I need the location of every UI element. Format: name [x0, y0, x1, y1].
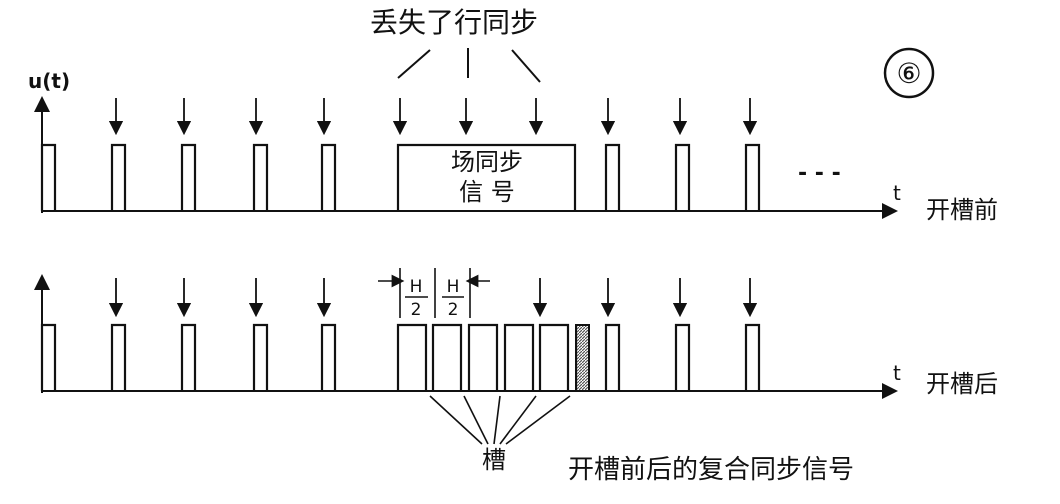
- top-line-sync-arrows: [108, 98, 758, 136]
- line-sync-pulse: [604, 143, 621, 211]
- bottom-line-sync-arrows: [108, 278, 758, 318]
- title-text: 丢失了行同步: [370, 6, 538, 39]
- line-sync-pulse: [674, 323, 691, 391]
- slot-pointer-lines: [429, 395, 571, 445]
- line-sync-pulse: [320, 143, 337, 211]
- half-line-annotation: [378, 268, 490, 318]
- line-sync-pulse: [674, 143, 691, 211]
- line-sync-pulse: [40, 323, 57, 391]
- line-sync-pulse: [180, 323, 197, 391]
- line-sync-pulse: [604, 323, 621, 391]
- line-sync-pulse: [744, 323, 761, 391]
- line-sync-pulse: [252, 323, 269, 391]
- line-sync-pulse: [180, 143, 197, 211]
- line-sync-pulse: [744, 143, 761, 211]
- line-sync-pulse: [40, 143, 57, 211]
- slotted-field-pulse: [538, 323, 570, 391]
- top-side-label: 开槽前: [926, 196, 998, 224]
- half-numerator-1: H: [410, 277, 423, 297]
- line-sync-pulse: [320, 323, 337, 391]
- half-numerator-2: H: [447, 277, 460, 297]
- half-denominator-1: 2: [411, 300, 422, 320]
- field-sync-pulse: [396, 143, 577, 211]
- slotted-field-pulse: [396, 323, 428, 391]
- slotted-field-pulse: [431, 323, 463, 391]
- title-pointer-lines: [397, 48, 541, 83]
- bottom-waveform: [34, 274, 898, 399]
- line-sync-pulse: [110, 143, 127, 211]
- bottom-side-label: 开槽后: [926, 370, 998, 398]
- figure-number-badge: ⑥: [883, 47, 935, 99]
- field-sync-label-line2: 信 号: [459, 178, 515, 206]
- shaded-pulse: [575, 324, 590, 392]
- field-sync-label-line1: 场同步: [451, 148, 523, 176]
- slot-label: 槽: [482, 446, 506, 474]
- figure-caption: 开槽前后的复合同步信号: [568, 455, 854, 485]
- line-sync-pulse: [110, 323, 127, 391]
- svg-text:⑥: ⑥: [896, 57, 921, 90]
- top-t-label: t: [893, 181, 901, 205]
- line-sync-pulse: [252, 143, 269, 211]
- half-denominator-2: 2: [448, 300, 459, 320]
- continuation-dashes: - - -: [798, 161, 841, 186]
- bottom-t-label: t: [893, 361, 901, 385]
- y-axis-label: u(t): [28, 69, 70, 93]
- slotted-field-pulse: [503, 323, 535, 391]
- top-waveform: [34, 96, 898, 219]
- slotted-field-pulse: [467, 323, 499, 391]
